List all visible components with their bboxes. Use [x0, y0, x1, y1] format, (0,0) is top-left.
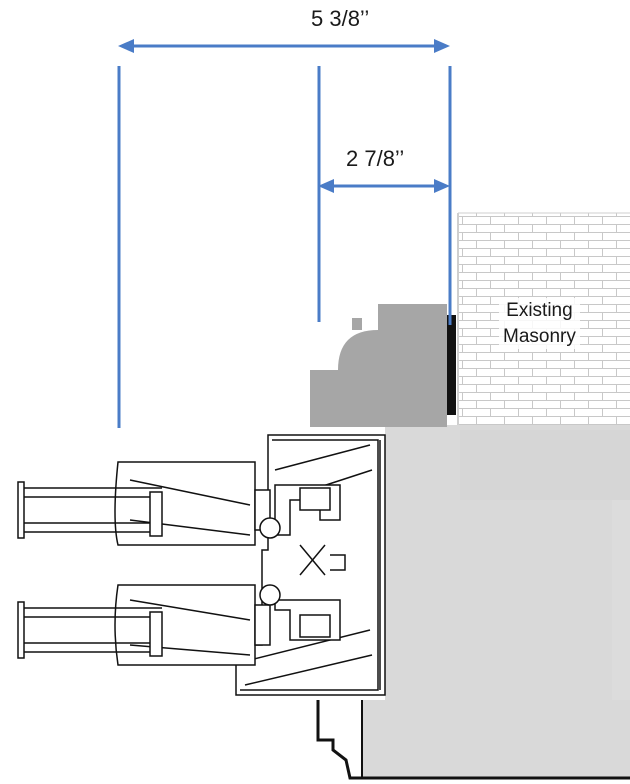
masonry-label-line1: Existing [506, 300, 573, 321]
wall-section [316, 425, 630, 780]
inner-arrow-left [318, 179, 334, 193]
glazing [17, 481, 163, 659]
overall-dimension-label: 5 3/8’’ [311, 6, 370, 31]
inner-arrow-right [434, 179, 450, 193]
overall-arrow-right [434, 39, 450, 53]
dimension-lines [117, 39, 452, 428]
overall-arrow-left [118, 39, 134, 53]
brickmould-trim [310, 304, 456, 427]
masonry-label-line2: Masonry [503, 325, 576, 347]
existing-masonry-label: Existing Masonry [499, 298, 580, 350]
inner-dimension-label: 2 7/8’’ [346, 146, 405, 171]
